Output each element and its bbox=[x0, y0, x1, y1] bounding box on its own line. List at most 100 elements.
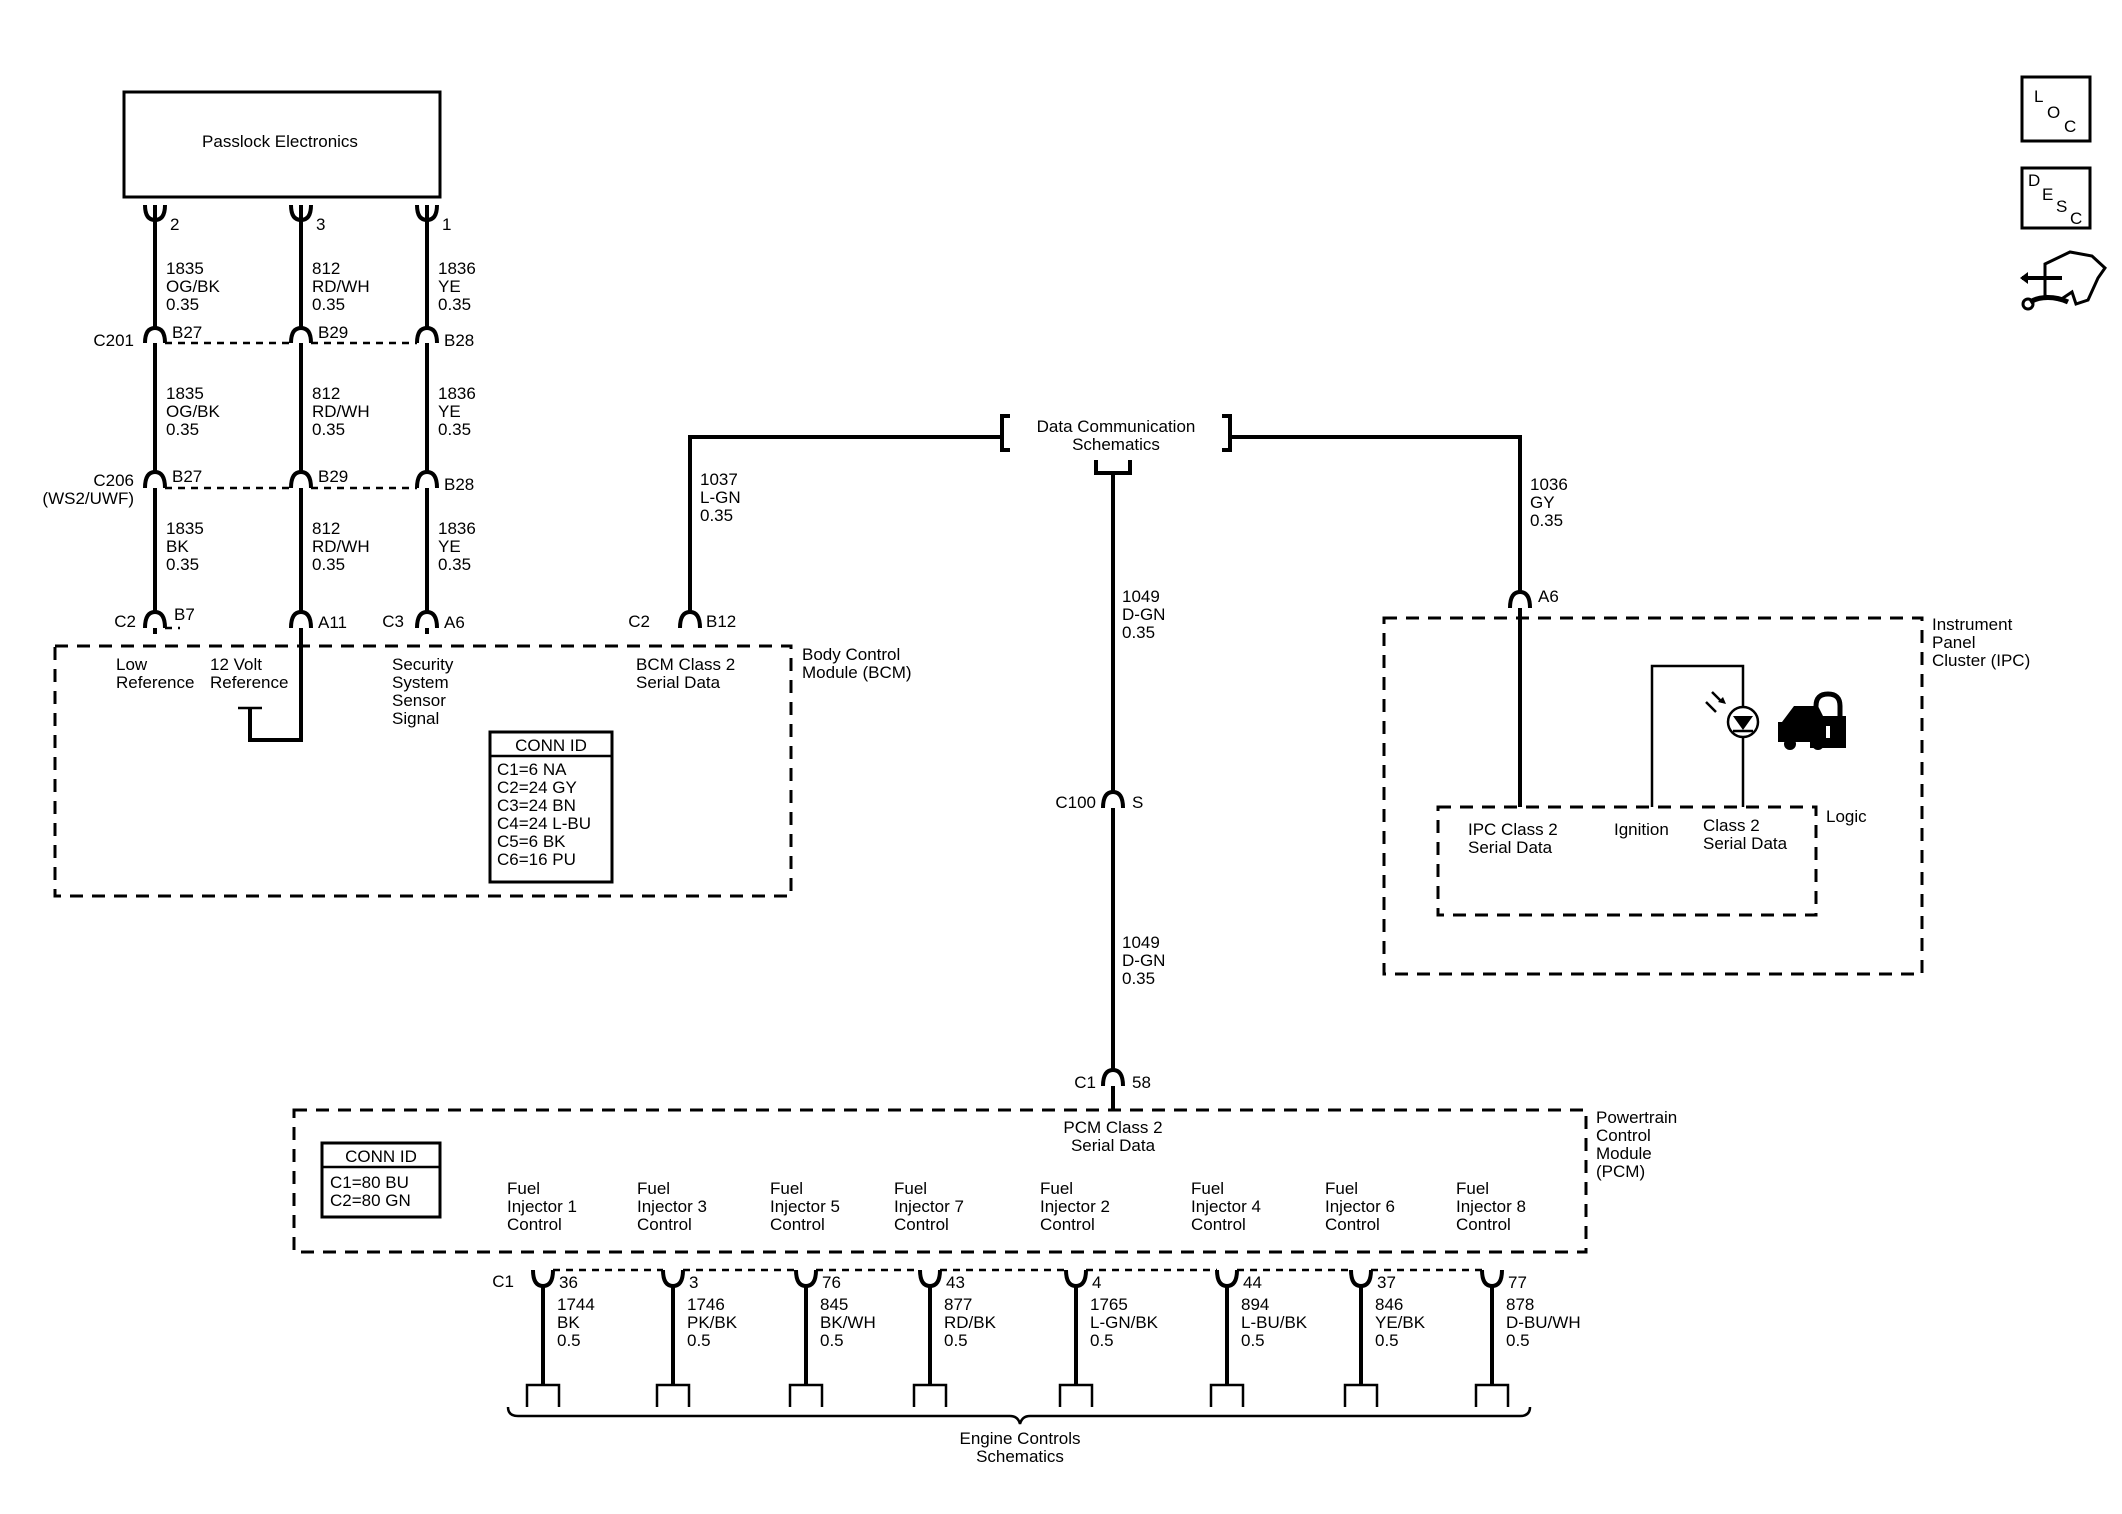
ipc-module: Instrument Panel Cluster (IPC) Logic IPC… bbox=[1382, 615, 2030, 976]
wire-color: OG/BK bbox=[166, 402, 221, 421]
loc-icon-o: O bbox=[2047, 103, 2060, 122]
connector-hook bbox=[794, 1269, 818, 1289]
wire-color: YE bbox=[438, 402, 461, 421]
wire-color: RD/WH bbox=[312, 402, 370, 421]
bcm-conn-id-row: C5=6 BK bbox=[497, 832, 566, 851]
data-comm-reference[interactable]: Data Communication Schematics bbox=[1000, 414, 1232, 475]
injector-label: Injector 5 bbox=[770, 1197, 840, 1216]
injector-label: Injector 4 bbox=[1191, 1197, 1261, 1216]
injector-wire-spec: 0.5 bbox=[557, 1331, 581, 1350]
engine-controls-label: Engine Controls bbox=[960, 1429, 1081, 1448]
wire-circuit: 1049 bbox=[1122, 587, 1160, 606]
injector-wire-spec: 0.5 bbox=[1090, 1331, 1114, 1350]
injector-wire-spec: YE/BK bbox=[1375, 1313, 1426, 1332]
injector-wire-spec: 0.5 bbox=[1506, 1331, 1530, 1350]
injector-wire-spec: 0.5 bbox=[687, 1331, 711, 1350]
passlock-pin-2: 2 bbox=[170, 215, 179, 234]
wire-gauge: 0.35 bbox=[312, 555, 345, 574]
injector-label: Control bbox=[1456, 1215, 1511, 1234]
pcm-label: Powertrain bbox=[1596, 1108, 1677, 1127]
loc-icon[interactable]: L O C bbox=[2020, 75, 2092, 143]
bcm-module: Body Control Module (BCM) Low Reference … bbox=[53, 644, 912, 898]
injector-label: Fuel bbox=[1040, 1179, 1073, 1198]
pcm-label: Module bbox=[1596, 1144, 1652, 1163]
wire-color: RD/WH bbox=[312, 537, 370, 556]
injector-wire-spec: 1744 bbox=[557, 1295, 595, 1314]
c206-pin: B27 bbox=[172, 467, 202, 486]
ipc-serial-label: Serial Data bbox=[1468, 838, 1553, 857]
bcm-label: Module (BCM) bbox=[802, 663, 912, 682]
c206-pin: B28 bbox=[444, 475, 474, 494]
connector-hook bbox=[1349, 1269, 1373, 1289]
wire-gauge: 0.35 bbox=[700, 506, 733, 525]
ipc-serial-wire bbox=[1230, 435, 1532, 807]
passlock-module: Passlock Electronics bbox=[122, 90, 442, 199]
ipc-pin: A6 bbox=[1538, 587, 1559, 606]
injector-pin: 77 bbox=[1508, 1273, 1527, 1292]
injector-wire-spec: BK bbox=[557, 1313, 580, 1332]
ipc-label: Instrument bbox=[1932, 615, 2013, 634]
passlock-title: Passlock Electronics bbox=[202, 132, 358, 151]
wire-circuit: 812 bbox=[312, 519, 340, 538]
wire-circuit: 1835 bbox=[166, 519, 204, 538]
ipc-ignition-label: Ignition bbox=[1614, 820, 1669, 839]
bcm-conn-id-title: CONN ID bbox=[515, 736, 587, 755]
injector-pin: 36 bbox=[559, 1273, 578, 1292]
injector-label: Control bbox=[1191, 1215, 1246, 1234]
wire-gauge: 0.35 bbox=[1122, 969, 1155, 988]
injector-label: Control bbox=[1040, 1215, 1095, 1234]
injector-label: Injector 7 bbox=[894, 1197, 964, 1216]
bcm-conn-id-row: C1=6 NA bbox=[497, 760, 567, 779]
pcm-serial-label: PCM Class 2 bbox=[1063, 1118, 1162, 1137]
wire-color: RD/WH bbox=[312, 277, 370, 296]
c100-pin: S bbox=[1132, 793, 1143, 812]
pcm-conn-id-row: C1=80 BU bbox=[330, 1173, 409, 1192]
passlock-pin-3: 3 bbox=[316, 215, 325, 234]
seg3-labels: 1835 BK 0.35 812 RD/WH 0.35 1836 YE 0.35 bbox=[166, 519, 476, 574]
injector-label: Fuel bbox=[637, 1179, 670, 1198]
wire-gauge: 0.35 bbox=[438, 295, 471, 314]
bcm-conn-id-row: C3=24 BN bbox=[497, 796, 576, 815]
pcm-c1-pin: 58 bbox=[1132, 1073, 1151, 1092]
engine-controls-reference[interactable]: Engine Controls Schematics bbox=[506, 1406, 1532, 1466]
wire-gauge: 0.35 bbox=[1122, 623, 1155, 642]
security-car-lock-icon bbox=[1778, 691, 1846, 750]
hand-tools-icon[interactable] bbox=[2020, 250, 2107, 311]
wire-color: L-GN bbox=[700, 488, 741, 507]
injector-label: Injector 1 bbox=[507, 1197, 577, 1216]
injector-label: Fuel bbox=[894, 1179, 927, 1198]
injector-label: Control bbox=[894, 1215, 949, 1234]
c206-sublabel: (WS2/UWF) bbox=[42, 489, 134, 508]
ipc-class2-label: Class 2 bbox=[1703, 816, 1760, 835]
pcm-label: Control bbox=[1596, 1126, 1651, 1145]
desc-icon[interactable]: D E S C bbox=[2020, 166, 2092, 230]
bcm-pin: A6 bbox=[444, 613, 465, 632]
c201-pin: B28 bbox=[444, 331, 474, 350]
injector-wire-spec: 846 bbox=[1375, 1295, 1403, 1314]
wire-gauge: 0.35 bbox=[438, 555, 471, 574]
wire-circuit: 1037 bbox=[700, 470, 738, 489]
injector-wire-spec: 0.5 bbox=[1241, 1331, 1265, 1350]
connector-hook bbox=[1215, 1269, 1239, 1289]
c206-label: C206 bbox=[93, 471, 134, 490]
wire-gauge: 0.35 bbox=[312, 295, 345, 314]
c201-pin: B27 bbox=[172, 323, 202, 342]
injector-wire-spec: L-GN/BK bbox=[1090, 1313, 1159, 1332]
injector-label: Injector 8 bbox=[1456, 1197, 1526, 1216]
ipc-class2-label: Serial Data bbox=[1703, 834, 1788, 853]
injector-label: Fuel bbox=[770, 1179, 803, 1198]
injector-pin: 3 bbox=[689, 1273, 698, 1292]
c100-label: C100 bbox=[1055, 793, 1096, 812]
seg2-labels: 1835 OG/BK 0.35 812 RD/WH 0.35 1836 YE 0… bbox=[166, 384, 476, 439]
connector-hook bbox=[1064, 1269, 1088, 1289]
wire-gauge: 0.35 bbox=[166, 420, 199, 439]
wire-color: OG/BK bbox=[166, 277, 221, 296]
desc-icon-e: E bbox=[2042, 185, 2053, 204]
bcm-security-label: System bbox=[392, 673, 449, 692]
c201-label: C201 bbox=[93, 331, 134, 350]
